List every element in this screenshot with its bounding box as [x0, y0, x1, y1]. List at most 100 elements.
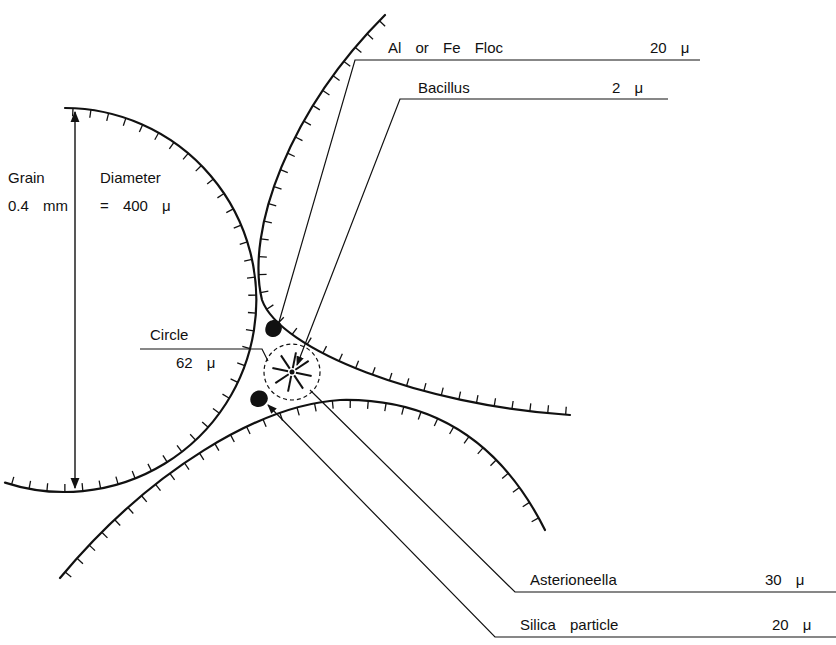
grain-tick — [418, 412, 421, 420]
asterionella-ray — [294, 375, 303, 388]
grain-tick — [128, 508, 133, 514]
asterionella-ray — [293, 352, 296, 368]
grain-tick — [247, 427, 250, 434]
grain-tick — [367, 34, 373, 39]
grain-tick — [547, 405, 549, 413]
grain-tick — [287, 153, 294, 156]
leader-lines — [140, 60, 836, 637]
grain-tick — [259, 256, 267, 258]
grain-tick — [207, 179, 213, 184]
grain-tick — [407, 378, 409, 386]
grain-tick — [183, 153, 188, 159]
grain-tick — [292, 328, 297, 334]
asterionella-symbol — [272, 352, 311, 391]
grain-tick — [213, 408, 219, 413]
grain-tick — [464, 437, 469, 444]
grain-tick — [323, 91, 330, 95]
grain-tick — [155, 133, 159, 140]
grain-tick — [441, 388, 443, 396]
grain-tick — [512, 401, 513, 409]
grain-tick — [196, 166, 202, 172]
grain-tick — [356, 361, 359, 368]
grain-tick — [139, 125, 142, 132]
grain-tick — [72, 108, 74, 116]
grain-tick — [217, 193, 224, 197]
grain-tick — [148, 464, 152, 471]
grain-tick — [323, 346, 327, 353]
grain-tick — [494, 398, 495, 406]
dimension-label: Diameter — [100, 170, 161, 185]
grain-tick — [244, 259, 252, 261]
grain-tick — [332, 401, 334, 409]
grain-tick — [240, 242, 248, 244]
grain-tick — [424, 383, 426, 391]
grain-tick — [199, 453, 203, 460]
grain-tick — [459, 392, 461, 400]
sand-grain-outline — [60, 400, 545, 578]
grain-tick — [46, 483, 48, 491]
grain-tick — [156, 484, 161, 490]
grain-tick — [372, 367, 375, 375]
size-label: 2 μ — [612, 80, 643, 95]
floc-particle — [265, 320, 282, 337]
grain-tick — [246, 330, 254, 331]
grain-tick — [81, 483, 83, 491]
grain-tick — [280, 170, 287, 173]
dimension-value: 0.4 mm — [8, 198, 68, 213]
grain-tick — [389, 373, 391, 381]
grain-tick — [434, 419, 437, 426]
asterionella-ray — [295, 361, 308, 370]
grain-tick — [237, 363, 245, 366]
grain-tick — [99, 481, 100, 489]
grain-tick — [116, 477, 118, 485]
sand-grain-outline — [258, 15, 570, 415]
grain-tick — [478, 448, 483, 454]
asterionella-ray — [288, 376, 291, 392]
grain-tick — [142, 496, 147, 502]
grain-tick — [89, 545, 95, 551]
dimension-arrow — [74, 112, 75, 488]
grain-tick — [379, 21, 385, 27]
grain-tick — [115, 520, 120, 526]
grain-tick — [107, 113, 109, 121]
grain-tick — [313, 106, 320, 110]
asterionella-ray — [275, 374, 288, 383]
grain-tick — [263, 419, 266, 426]
grain-tick — [259, 274, 267, 276]
sand-grain-outline — [5, 108, 256, 492]
grain-tick — [231, 379, 238, 382]
grain-tick — [385, 403, 386, 411]
grain-tick — [513, 488, 519, 493]
grain-tick — [523, 502, 530, 506]
callout-label: Circle — [150, 327, 188, 342]
callout-label: Al or Fe Floc — [388, 40, 503, 55]
size-label: 30 μ — [765, 572, 805, 587]
grain-tick — [226, 209, 233, 213]
grain-tick — [344, 61, 350, 66]
asterionella-ray — [272, 368, 288, 371]
size-label: 62 μ — [176, 355, 216, 370]
grain-tick — [184, 463, 189, 470]
grain-tick — [490, 460, 496, 466]
grain-tick — [242, 346, 250, 348]
callout-label: Silica particle — [520, 617, 618, 632]
grain-tick — [222, 394, 229, 398]
grain-tick — [267, 305, 274, 309]
grain-tick — [304, 121, 311, 125]
grain-tick — [247, 276, 255, 278]
grain-tick — [234, 225, 241, 228]
grain-tick — [190, 434, 195, 440]
grain-tick — [102, 532, 108, 538]
asterionella-ray — [281, 355, 290, 368]
callout-label: Asterioneella — [530, 572, 617, 587]
size-label: 20 μ — [772, 617, 812, 632]
grain-tick — [177, 445, 182, 451]
dimension-label: Grain — [8, 170, 45, 185]
grain-tick — [355, 47, 361, 52]
grain-tick — [231, 435, 235, 442]
bacillus-dot — [290, 370, 295, 375]
grain-tick — [169, 142, 174, 149]
grain-tick — [269, 204, 277, 206]
callout-label: Bacillus — [418, 80, 470, 95]
